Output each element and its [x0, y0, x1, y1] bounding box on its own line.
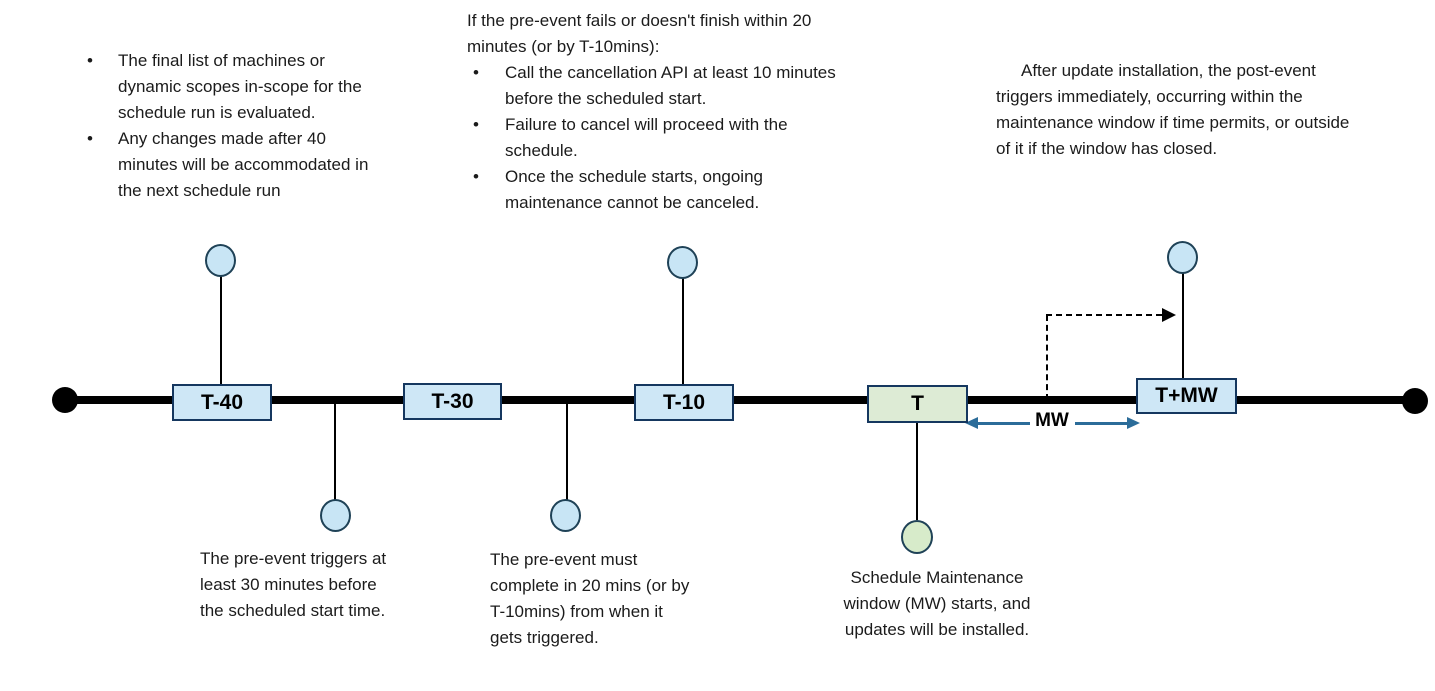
cancellation-note-list: Call the cancellation API at least 10 mi…	[467, 60, 937, 216]
milestone-box-t30: T-30	[403, 383, 502, 420]
milestone-label: T	[911, 392, 924, 415]
mw-range-arrow-right	[1075, 422, 1129, 425]
post-event-trigger-arrow-horizontal	[1046, 314, 1162, 316]
milestone-box-t10: T-10	[634, 384, 734, 421]
milestone-label: T-40	[200, 390, 244, 414]
scope-evaluation-bullet: Any changes made after 40 minutes will b…	[85, 126, 373, 204]
post-event-note: After update installation, the post-even…	[996, 61, 1350, 158]
connector-tmw-node	[1182, 271, 1184, 378]
timeline-start-dot	[52, 387, 78, 413]
connector-t10-node	[682, 275, 684, 384]
milestone-box-t: T	[867, 385, 968, 423]
event-node-circle-preevent-trigger	[320, 499, 351, 532]
cancellation-note-intro: If the pre-event fails or doesn't finish…	[467, 11, 812, 56]
mw-range-arrowhead-left-icon	[965, 417, 978, 429]
mw-start-note: Schedule Maintenance window (MW) starts,…	[843, 568, 1031, 639]
cancellation-bullet: Failure to cancel will proceed with the …	[467, 112, 865, 164]
post-event-trigger-arrow-vertical	[1046, 315, 1048, 400]
scope-evaluation-note: The final list of machines or dynamic sc…	[85, 48, 375, 204]
event-node-circle-mw-start	[901, 520, 933, 554]
event-node-circle-t40	[205, 244, 236, 277]
mw-range-label: MW	[1035, 410, 1069, 431]
connector-preevent-complete-node	[566, 404, 568, 500]
cancellation-note: If the pre-event fails or doesn't finish…	[467, 8, 937, 216]
milestone-label: T-30	[431, 389, 474, 413]
cancellation-bullet: Once the schedule starts, ongoing mainte…	[467, 164, 865, 216]
pre-event-complete-note: The pre-event must complete in 20 mins (…	[490, 550, 690, 647]
event-node-circle-t10	[667, 246, 698, 279]
milestone-label: T-10	[662, 390, 706, 414]
scope-evaluation-bullet: The final list of machines or dynamic sc…	[85, 48, 373, 126]
mw-range-arrow-left	[976, 422, 1030, 425]
milestone-label: T+MW	[1155, 384, 1218, 407]
timeline-bar	[60, 396, 1416, 404]
connector-preevent-trigger-node	[334, 404, 336, 500]
pre-event-trigger-note: The pre-event triggers at least 30 minut…	[200, 549, 387, 620]
cancellation-bullet: Call the cancellation API at least 10 mi…	[467, 60, 865, 112]
timeline-end-dot	[1402, 388, 1428, 414]
event-node-circle-preevent-complete	[550, 499, 581, 532]
connector-t40-node	[220, 273, 222, 384]
post-event-trigger-arrowhead-icon	[1162, 308, 1176, 322]
milestone-box-tmw: T+MW	[1136, 378, 1237, 414]
milestone-box-t40: T-40	[172, 384, 272, 421]
mw-range-arrowhead-right-icon	[1127, 417, 1140, 429]
event-node-circle-tmw	[1167, 241, 1198, 274]
connector-mw-start-node	[916, 423, 918, 520]
